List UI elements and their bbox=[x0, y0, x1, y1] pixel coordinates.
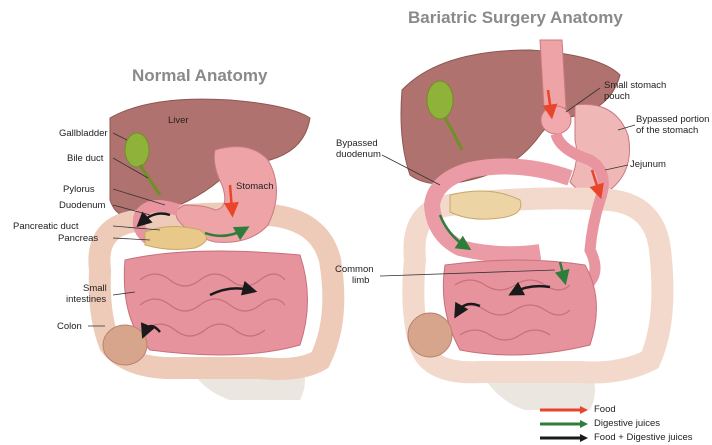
legend-digestive-juices-label: Digestive juices bbox=[594, 418, 660, 429]
colon-label: Colon bbox=[57, 321, 82, 332]
jejunum-label: Jejunum bbox=[630, 159, 666, 170]
small-intestines-shape bbox=[124, 251, 307, 355]
legend bbox=[540, 406, 588, 442]
gallbladder-label: Gallbladder bbox=[59, 128, 108, 139]
stomach-label: Stomach bbox=[236, 181, 274, 192]
normal-title: Normal Anatomy bbox=[132, 66, 267, 86]
legend-food-digestive-juices-label: Food + Digestive juices bbox=[594, 432, 692, 443]
bypassed-duodenum-label-2: duodenum bbox=[336, 149, 381, 160]
pylorus-label: Pylorus bbox=[63, 184, 95, 195]
legend-arrow-head-2 bbox=[580, 434, 588, 442]
common-limb-label-2: limb bbox=[352, 275, 369, 286]
small-stomach-pouch-shape bbox=[541, 106, 571, 134]
cecum-shape-right bbox=[408, 313, 452, 357]
normal-anatomy-figure bbox=[88, 99, 333, 400]
legend-arrow-head-1 bbox=[580, 420, 588, 428]
bile-duct-label: Bile duct bbox=[67, 153, 103, 164]
esophagus-shape bbox=[540, 40, 566, 108]
common-limb-label-1: Common bbox=[335, 264, 374, 275]
bypassed-stomach-label-1: Bypassed portion bbox=[636, 114, 709, 125]
liver-label: Liver bbox=[168, 115, 189, 126]
gallbladder-shape-right bbox=[427, 81, 453, 119]
gallbladder-shape bbox=[125, 133, 149, 167]
small-intestines-label-2: intestines bbox=[66, 294, 106, 305]
small-stomach-pouch-label-2: pouch bbox=[604, 91, 630, 102]
legend-food-label: Food bbox=[594, 404, 616, 415]
pancreatic-duct-label: Pancreatic duct bbox=[13, 221, 78, 232]
bypassed-stomach-label-2: of the stomach bbox=[636, 125, 698, 136]
duodenum-label: Duodenum bbox=[59, 200, 105, 211]
bariatric-title: Bariatric Surgery Anatomy bbox=[408, 8, 623, 28]
small-stomach-pouch-label-1: Small stomach bbox=[604, 80, 666, 91]
pancreas-label: Pancreas bbox=[58, 233, 98, 244]
bypassed-duodenum-label-1: Bypassed bbox=[336, 138, 378, 149]
cecum-shape bbox=[103, 325, 147, 365]
small-intestines-label-1: Small bbox=[83, 283, 107, 294]
